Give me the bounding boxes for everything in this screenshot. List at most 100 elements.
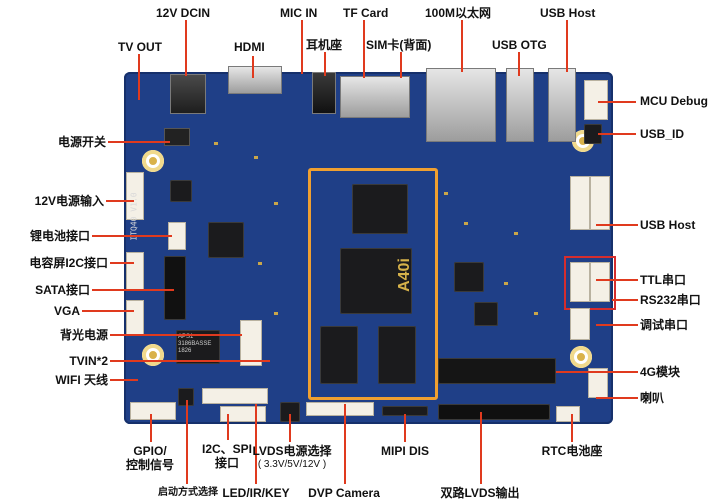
label-wifi-antenna: WIFI 天线 — [55, 373, 108, 387]
label-tv-out: TV OUT — [118, 40, 162, 54]
label-mcu-debug: MCU Debug — [640, 94, 708, 108]
power-switch — [164, 128, 190, 146]
touch-i2c-header — [126, 252, 144, 290]
label-usb-id: USB_ID — [640, 127, 685, 141]
dc-jack — [170, 74, 206, 114]
inductor — [170, 180, 192, 202]
pmic-chip — [208, 222, 244, 258]
label-sim-card: SIM卡(背面) — [366, 38, 432, 52]
leader-line — [138, 54, 140, 100]
label-hdmi: HDMI — [234, 40, 265, 54]
backlight-header — [240, 320, 262, 366]
lvds-power-jumper — [280, 402, 300, 422]
label-vga: VGA — [53, 304, 80, 318]
mcu-debug-header — [584, 80, 608, 120]
mipi-connector — [382, 406, 428, 416]
label-power-input: 12V电源输入 — [34, 194, 104, 208]
leader-line — [110, 379, 138, 381]
audio-jack — [312, 72, 336, 114]
label-i2c-spi-sub: 接口 — [214, 456, 239, 470]
leader-line — [598, 101, 636, 103]
leader-line — [110, 360, 270, 362]
smd-part — [214, 142, 218, 145]
leader-line — [480, 412, 482, 484]
soc-highlight-box — [308, 168, 438, 400]
leader-line — [324, 52, 326, 76]
label-lvds-power-sub: ( 3.3V/5V/12V ) — [257, 459, 327, 470]
smd-part — [444, 192, 448, 195]
usb-otg-port — [506, 68, 534, 142]
leader-line — [227, 414, 229, 440]
leader-line — [400, 52, 402, 78]
usb-host-header — [570, 176, 590, 230]
label-mic-in: MIC IN — [280, 6, 318, 20]
boot-switch — [178, 388, 194, 406]
leader-line — [92, 235, 172, 237]
leader-line — [82, 310, 134, 312]
smd-part — [464, 222, 468, 225]
label-speaker: 喇叭 — [640, 391, 665, 405]
leader-line — [185, 20, 187, 76]
leader-line — [556, 371, 638, 373]
mounting-hole — [142, 344, 164, 366]
leader-line — [612, 299, 638, 301]
label-power-switch: 电源开关 — [57, 135, 106, 149]
emmc-chip — [352, 184, 408, 234]
leader-line — [301, 20, 303, 74]
i2c-spi-header — [202, 388, 268, 404]
rtc-battery-holder — [556, 406, 580, 422]
label-i2c-spi: I2C、SPI — [201, 442, 253, 456]
smd-part — [274, 312, 278, 315]
smd-part — [534, 312, 538, 315]
leader-line — [404, 414, 406, 442]
label-12v-dcin: 12V DCIN — [156, 6, 211, 20]
debug-uart-header — [570, 308, 590, 340]
soc-chip — [340, 248, 412, 314]
vga-header — [126, 300, 144, 336]
hdmi-port — [228, 66, 282, 94]
ttl-uart-header — [570, 262, 590, 302]
label-backlight: 背光电源 — [59, 328, 108, 342]
leader-line — [92, 289, 174, 291]
leader-line — [108, 141, 170, 143]
lvds-header — [438, 404, 550, 420]
label-rtc-battery: RTC电池座 — [541, 444, 603, 458]
leader-line — [596, 324, 638, 326]
smd-part — [504, 282, 508, 285]
label-led-ir-key: LED/IR/KEY — [222, 486, 290, 500]
leader-line — [150, 414, 152, 442]
leader-line — [461, 20, 463, 72]
label-dual-lvds: 双路LVDS输出 — [440, 486, 520, 500]
label-boot-mode: 启动方式选择 — [158, 487, 218, 498]
label-usb-host-right: USB Host — [640, 218, 696, 232]
serial-highlight-box — [564, 256, 616, 310]
aps-chip-mark: APS1 3186BASSE 1826 — [178, 334, 212, 354]
label-li-battery: 锂电池接口 — [29, 229, 90, 243]
label-mipi-dis: MIPI DIS — [380, 444, 429, 458]
leader-line — [106, 200, 134, 202]
label-dvp-camera: DVP Camera — [308, 486, 380, 500]
label-ethernet: 100M以太网 — [425, 6, 492, 20]
sata-connector — [164, 256, 186, 320]
label-gpio-sub: 控制信号 — [125, 458, 174, 472]
tf-card-slot — [340, 76, 410, 118]
power-input-header — [126, 172, 144, 220]
soc-label: A40i — [395, 258, 413, 292]
mounting-hole — [142, 150, 164, 172]
label-tf-card: TF Card — [343, 6, 389, 20]
usb-id-jumper — [584, 124, 602, 144]
ic-chip — [454, 262, 484, 292]
ram-chip — [320, 326, 358, 384]
label-tvin: TVIN*2 — [69, 354, 108, 368]
label-gpio: GPIO/ — [133, 444, 167, 458]
leader-line — [596, 397, 638, 399]
leader-line — [571, 414, 573, 442]
smd-part — [254, 156, 258, 159]
led-ir-key-header — [220, 406, 266, 422]
leader-line — [110, 334, 242, 336]
gpio-header — [130, 402, 176, 420]
label-touch-i2c: 电容屏I2C接口 — [29, 256, 108, 270]
pcb-board: ITQ40 V1.0 A40i APS1 3186BASSE 1826 — [124, 66, 616, 424]
leader-line — [255, 404, 257, 484]
